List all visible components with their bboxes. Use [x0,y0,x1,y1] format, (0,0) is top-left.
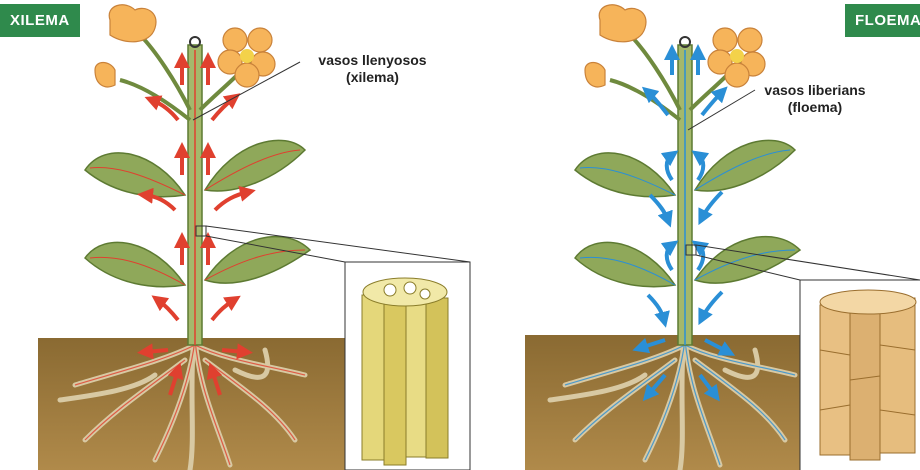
phloem-callout-line2: (floema) [787,99,843,115]
phloem-arrows [632,44,736,402]
xylem-panel [38,5,471,470]
phloem-panel [525,5,920,470]
phloem-callout-line1: vasos liberians [764,82,866,98]
xylem-callout: vasos llenyosos (xilema) [300,52,445,86]
phloem-callout: vasos liberians (floema) [745,82,885,116]
phloem-title-label: FLOEMA [845,4,920,37]
phloem-sieve-tubes [819,289,917,461]
xylem-callout-line2: (xilema) [346,69,399,85]
xylem-vessels [361,277,449,466]
xylem-arrows [137,52,256,396]
xylem-callout-line1: vasos llenyosos [318,52,427,68]
xylem-title-label: XILEMA [0,4,80,37]
